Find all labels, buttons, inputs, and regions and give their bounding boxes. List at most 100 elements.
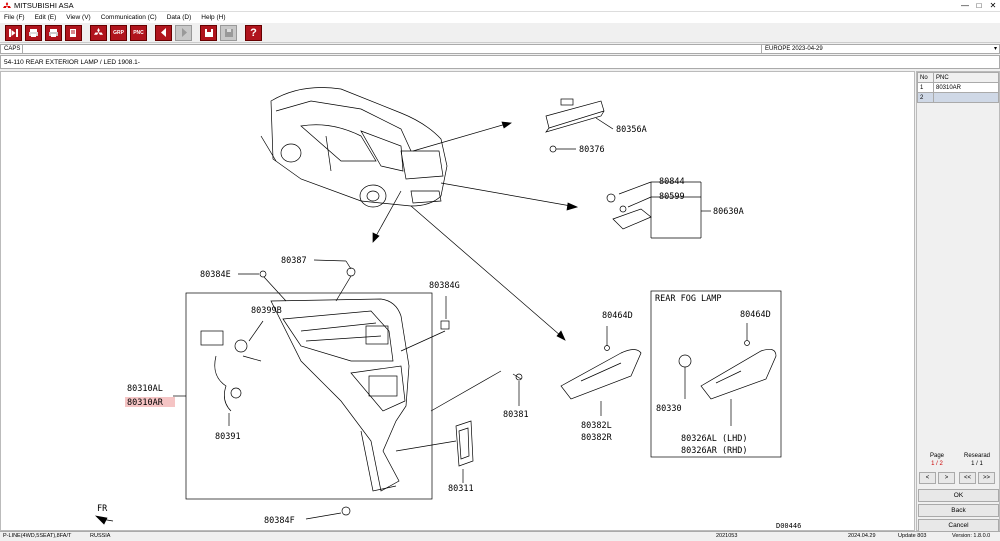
bulb-socket xyxy=(200,320,264,426)
high-mount-lamp xyxy=(545,98,614,153)
vehicle-illustration xyxy=(260,87,448,208)
next-page-button[interactable]: > xyxy=(938,472,955,484)
pnc-panel: No PNC 1 80310AR 2 Page 1 / 2 Researad 1… xyxy=(916,71,1000,532)
pnc-table: No PNC 1 80310AR 2 xyxy=(917,72,999,103)
parts-diagram[interactable]: 80356A 80376 80844 80599 80630A 80387 80… xyxy=(0,71,915,531)
diagram-svg: 80356A 80376 80844 80599 80630A 80387 80… xyxy=(94,87,801,530)
catalog-label: CAPS xyxy=(1,45,23,53)
status-region: RUSSIA xyxy=(90,533,111,539)
label-80311[interactable]: 80311 xyxy=(448,484,474,494)
label-80326AL[interactable]: 80326AL (LHD) xyxy=(681,434,748,444)
pnc-header-pnc: PNC xyxy=(933,72,999,83)
exit-icon[interactable] xyxy=(5,24,22,41)
menu-data[interactable]: Data (D) xyxy=(166,14,192,21)
close-button[interactable]: ✕ xyxy=(989,0,997,10)
next-arrow-icon[interactable] xyxy=(175,24,192,41)
status-version: Version: 1.8.0.0 xyxy=(952,533,991,539)
menu-file[interactable]: File (F) xyxy=(4,14,25,21)
label-80387[interactable]: 80387 xyxy=(281,256,307,266)
minimize-button[interactable]: — xyxy=(961,0,969,10)
document-icon[interactable] xyxy=(65,24,82,41)
title-bar: MITSUBISHI ASA — □ ✕ xyxy=(0,0,1000,12)
label-80381[interactable]: 80381 xyxy=(503,410,529,420)
gasket-80311 xyxy=(395,420,474,483)
group-title: 54-110 REAR EXTERIOR LAMP / LED 1908.1- xyxy=(0,55,1000,69)
rear-fog-lamp xyxy=(678,323,777,426)
label-80310AR[interactable]: 80310AR xyxy=(127,398,164,408)
front-direction-arrow xyxy=(94,515,114,525)
label-80630A[interactable]: 80630A xyxy=(713,207,744,217)
toolbar: GRP PNC ? xyxy=(0,23,1000,43)
catalog-select[interactable]: EUROPE 2023-04-29 xyxy=(761,45,993,53)
label-80599[interactable]: 80599 xyxy=(659,192,685,202)
table-row[interactable]: 2 xyxy=(917,92,999,103)
prev-page-button[interactable]: < xyxy=(919,472,936,484)
pnc-row-no: 1 xyxy=(917,82,934,93)
window-title: MITSUBISHI ASA xyxy=(14,1,74,10)
research-label: Researad xyxy=(963,453,990,459)
maximize-button[interactable]: □ xyxy=(976,0,982,10)
label-80464D-1[interactable]: 80464D xyxy=(602,311,633,321)
part-labels: 80356A 80376 80844 80599 80630A 80387 80… xyxy=(97,125,801,530)
print-icon[interactable] xyxy=(25,24,42,41)
page-value: 1 / 2 xyxy=(931,461,943,467)
label-80330[interactable]: 80330 xyxy=(656,404,682,414)
first-page-button[interactable]: << xyxy=(959,472,976,484)
mitsubishi-home-icon[interactable] xyxy=(90,24,107,41)
diagram-code: D00446 xyxy=(776,522,801,530)
label-fr: FR xyxy=(97,504,108,514)
label-80844[interactable]: 80844 xyxy=(659,177,685,187)
save-icon[interactable] xyxy=(200,24,217,41)
fog-lamp-box xyxy=(650,290,782,458)
label-80399B[interactable]: 80399B xyxy=(251,306,282,316)
mitsubishi-logo-icon xyxy=(3,1,11,10)
status-code: 2021053 xyxy=(716,533,738,539)
label-80382R[interactable]: 80382R xyxy=(581,433,613,443)
pnc-row-no: 2 xyxy=(917,92,934,103)
label-80376[interactable]: 80376 xyxy=(579,145,605,155)
reflector-80382 xyxy=(560,326,642,416)
label-80384E[interactable]: 80384E xyxy=(200,270,231,280)
pnc-header-no: No xyxy=(917,72,934,83)
status-update: Update 803 xyxy=(898,533,927,539)
highlight-80310AR xyxy=(125,397,175,407)
catalog-bar: CAPS EUROPE 2023-04-29 ▾ xyxy=(0,44,1000,54)
help-icon[interactable]: ? xyxy=(245,24,262,41)
print-preview-icon[interactable] xyxy=(45,24,62,41)
clips-top xyxy=(238,259,356,302)
back-button[interactable]: Back xyxy=(918,504,999,517)
menu-edit[interactable]: Edit (E) xyxy=(34,14,57,21)
ok-button[interactable]: OK xyxy=(918,489,999,502)
label-80356A[interactable]: 80356A xyxy=(616,125,647,135)
research-value: 1 / 1 xyxy=(971,461,983,467)
label-rear-fog-lamp: REAR FOG LAMP xyxy=(655,294,722,304)
page-label: Page xyxy=(929,453,944,459)
license-lamp xyxy=(606,181,711,239)
label-80326AR[interactable]: 80326AR (RHD) xyxy=(681,446,748,456)
label-80384F[interactable]: 80384F xyxy=(264,516,295,526)
status-bar: P-LINE(4WD,5SEAT),8FA/T RUSSIA 2021053 2… xyxy=(0,531,1000,541)
last-page-button[interactable]: >> xyxy=(978,472,995,484)
pnc-button[interactable]: PNC xyxy=(130,24,147,41)
disk-icon[interactable] xyxy=(220,24,237,41)
menu-help[interactable]: Help (H) xyxy=(201,14,226,21)
clip-80384G xyxy=(400,296,450,352)
label-80384G[interactable]: 80384G xyxy=(429,281,460,291)
table-row[interactable]: 1 80310AR xyxy=(917,82,999,93)
prev-arrow-icon[interactable] xyxy=(155,24,172,41)
rear-combination-lamp xyxy=(270,298,410,492)
menu-communication[interactable]: Communication (C) xyxy=(100,14,157,21)
grp-button[interactable]: GRP xyxy=(110,24,127,41)
menu-bar: File (F) Edit (E) View (V) Communication… xyxy=(0,12,1000,23)
status-model: P-LINE(4WD,5SEAT),8FA/T xyxy=(3,533,72,539)
label-80391[interactable]: 80391 xyxy=(215,432,241,442)
label-80464D-2[interactable]: 80464D xyxy=(740,310,771,320)
clip-80384F xyxy=(305,506,351,520)
status-date: 2024.04.29 xyxy=(848,533,876,539)
chevron-down-icon[interactable]: ▾ xyxy=(993,45,997,52)
menu-view[interactable]: View (V) xyxy=(66,14,91,21)
label-80382L[interactable]: 80382L xyxy=(581,421,612,431)
bolt-80381 xyxy=(430,370,523,412)
callout-arrows xyxy=(372,121,579,341)
label-80310AL[interactable]: 80310AL xyxy=(127,384,163,394)
